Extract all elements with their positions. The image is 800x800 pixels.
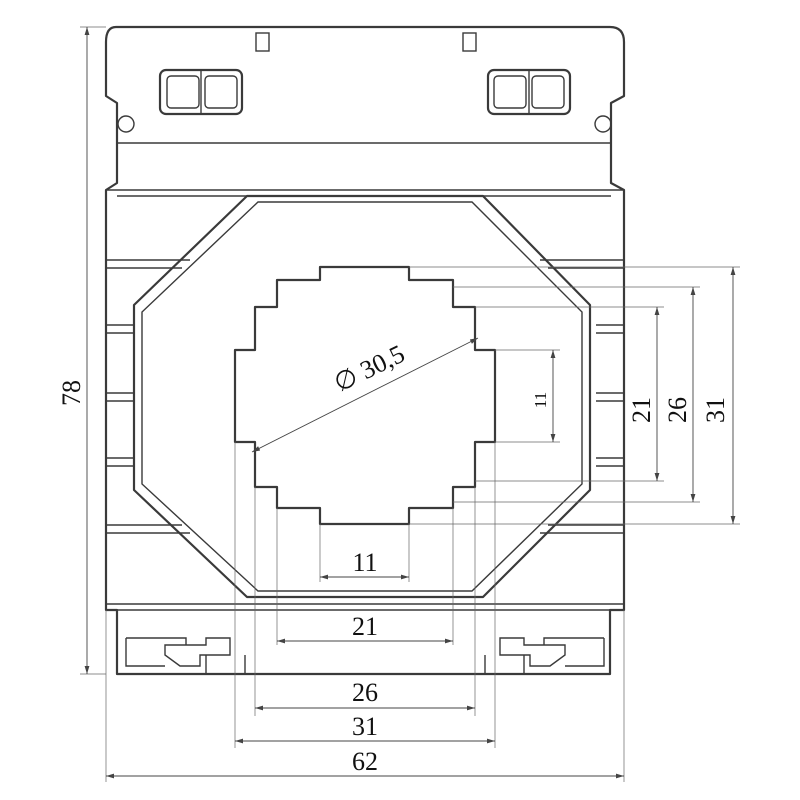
overall-height-label: 78 (57, 380, 86, 406)
terminal-clip-right (486, 68, 572, 116)
overall-width-label: 62 (352, 747, 378, 776)
mounting-holes (117, 115, 612, 133)
window-mid-width-label: 26 (352, 678, 378, 707)
bottom-feet (125, 637, 605, 675)
extension-lines (80, 26, 740, 782)
window-outer-height-label: 31 (701, 397, 730, 423)
octagon-frame (132, 194, 592, 599)
window-outer-width-label: 31 (352, 712, 378, 741)
window-mid-height-label: 26 (663, 397, 692, 423)
dimension-lines (84, 27, 736, 779)
window-inner-height-label: 21 (627, 397, 656, 423)
dimension-labels: 78 62 31 26 21 11 31 26 21 11 ∅ 30,5 (57, 339, 730, 776)
top-slots (255, 32, 477, 52)
side-ribs (106, 259, 624, 534)
window-step-height-label: 11 (531, 392, 550, 408)
window-inner-width-label: 21 (352, 612, 378, 641)
housing-outline (104, 25, 626, 676)
terminal-clip-left (158, 68, 244, 116)
diameter-label: ∅ 30,5 (329, 339, 409, 398)
window-step-width-label: 11 (352, 548, 377, 577)
